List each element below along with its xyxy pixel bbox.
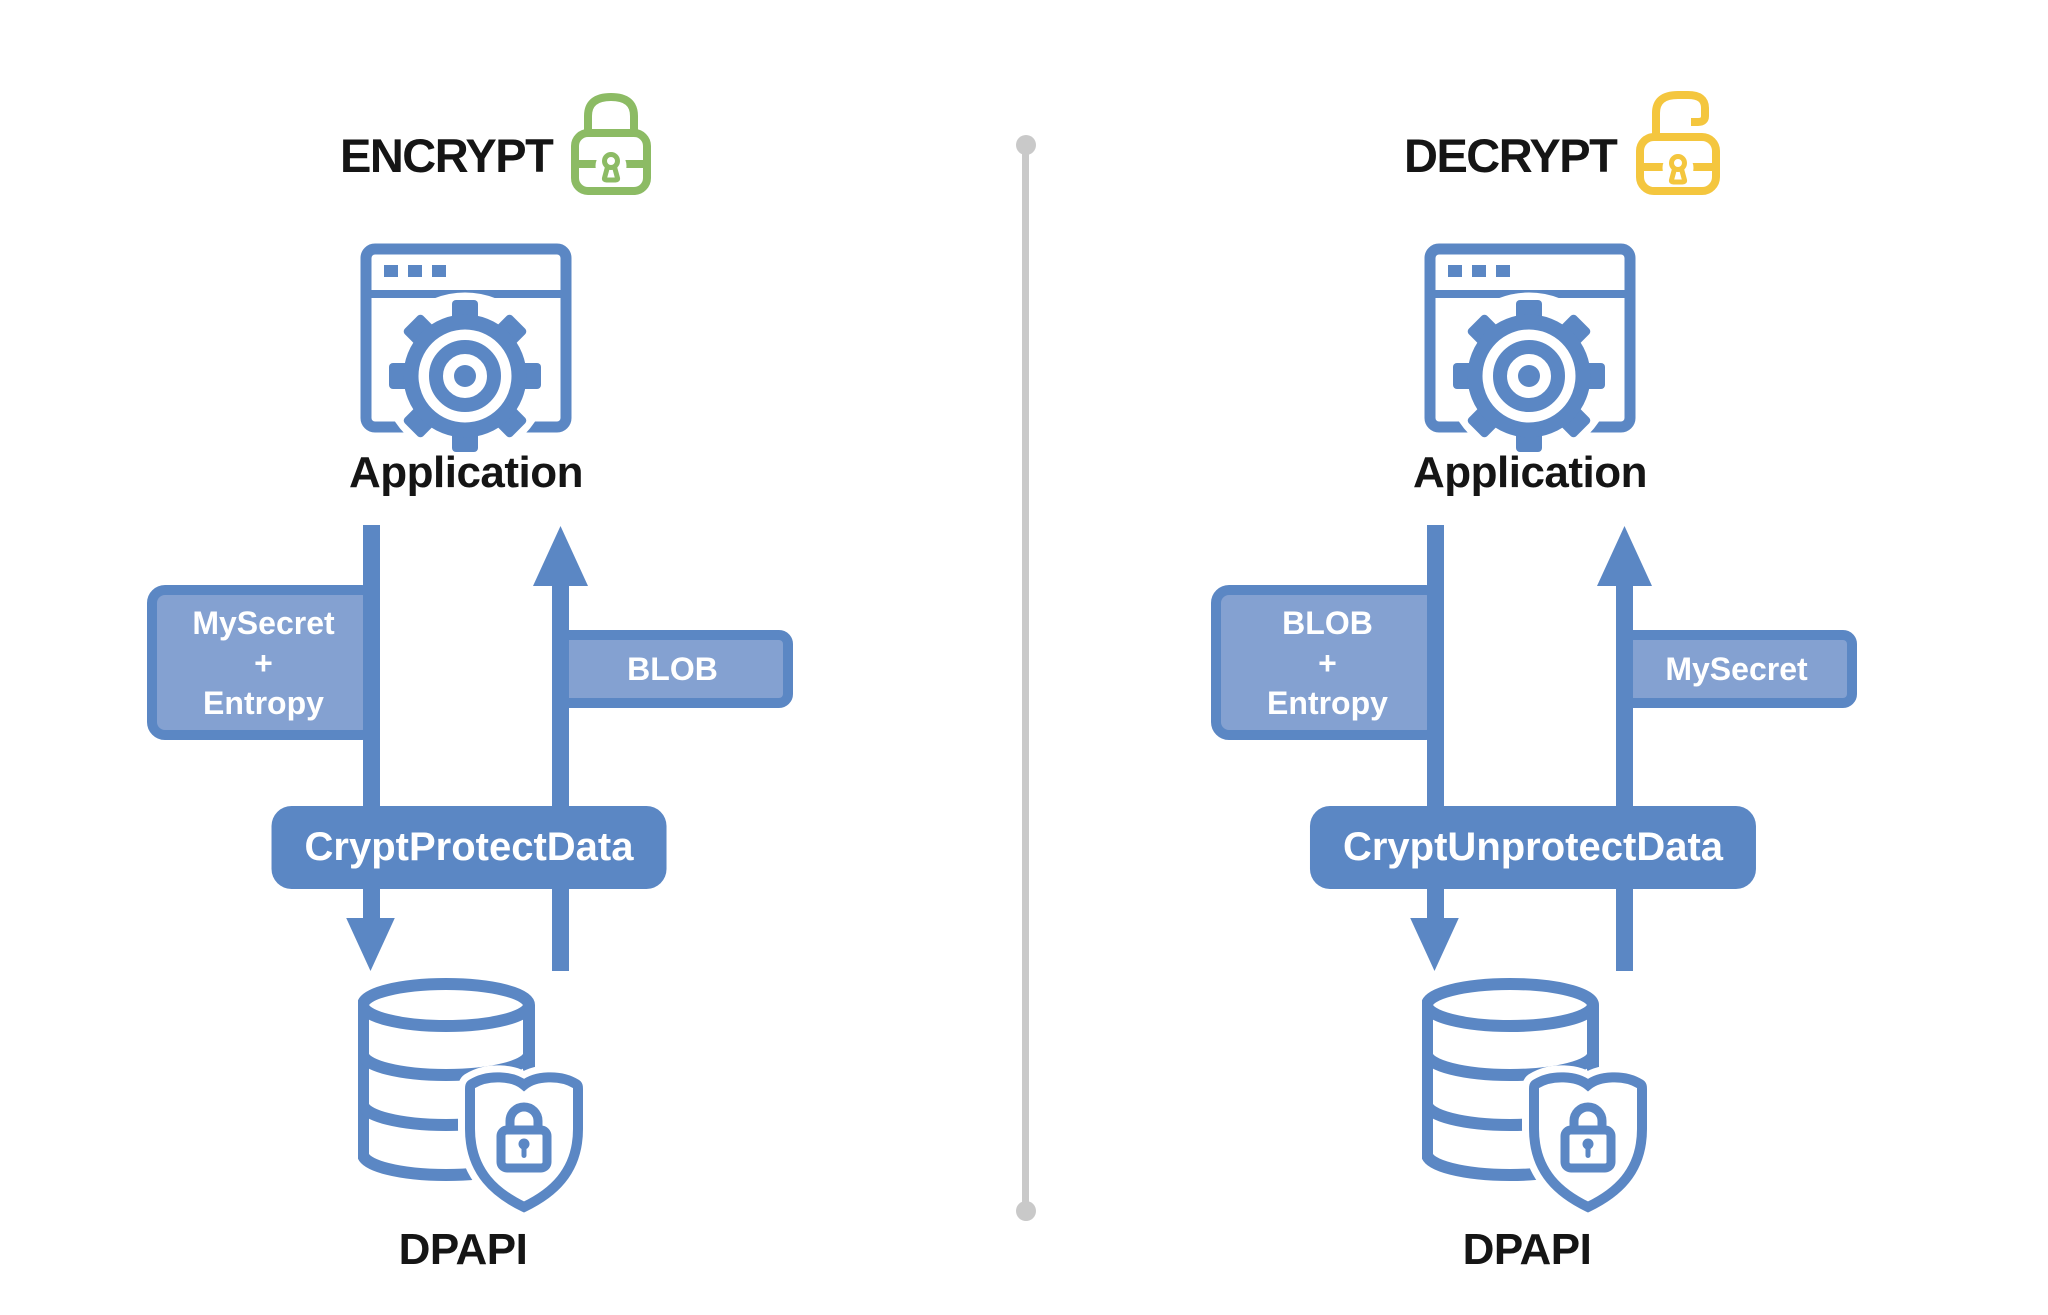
output-label: BLOB (627, 651, 718, 687)
decrypt-panel: DECRYPT (1064, 0, 2004, 1315)
dpapi-database-icon (1422, 978, 1654, 1220)
crypt-protect-data-box: CryptProtectData (271, 806, 667, 889)
shield-lock-icon (458, 1065, 590, 1220)
dpapi-label: DPAPI (398, 1225, 528, 1274)
input-line: + (1318, 644, 1337, 681)
divider-top-dot (1015, 135, 1036, 155)
dpapi-database-icon (358, 978, 590, 1220)
encrypt-input-box: MySecret + Entropy (147, 585, 380, 740)
application-label: Application (1412, 448, 1648, 497)
encrypt-title: ENCRYPT (340, 129, 554, 182)
divider-bottom-dot (1015, 1201, 1036, 1221)
input-line: MySecret (192, 604, 335, 641)
gear-icon (1445, 292, 1613, 456)
encrypt-title-row: ENCRYPT (340, 88, 652, 197)
dpapi-label: DPAPI (1462, 1225, 1592, 1274)
up-arrowhead-icon (1597, 526, 1652, 586)
down-arrowhead-icon (346, 918, 395, 971)
decrypt-input-box: BLOB + Entropy (1211, 585, 1444, 740)
application-icon (1424, 243, 1636, 456)
encrypt-output-box: BLOB (552, 630, 793, 708)
encrypt-panel: ENCRYPT (0, 0, 940, 1315)
shield-lock-icon (1522, 1065, 1654, 1220)
application-label: Application (348, 448, 584, 497)
decrypt-title-row: DECRYPT (1404, 88, 1724, 197)
divider-line (1015, 135, 1036, 1221)
down-arrowhead-icon (1410, 918, 1459, 971)
input-line: Entropy (1267, 684, 1388, 721)
encrypt-output-arrow-shaft (552, 583, 569, 971)
input-line: BLOB (1282, 604, 1373, 641)
decrypt-output-box: MySecret (1616, 630, 1857, 708)
closed-padlock-icon (571, 92, 652, 195)
input-line: Entropy (203, 684, 324, 721)
crypt-unprotect-data-box: CryptUnprotectData (1309, 806, 1757, 889)
application-icon (360, 243, 572, 456)
input-line: + (254, 644, 273, 681)
open-padlock-icon (1636, 91, 1721, 195)
output-label: MySecret (1665, 651, 1808, 687)
up-arrowhead-icon (533, 526, 588, 586)
decrypt-title: DECRYPT (1404, 129, 1618, 182)
gear-icon (381, 292, 549, 456)
decrypt-output-arrow-shaft (1616, 583, 1633, 971)
